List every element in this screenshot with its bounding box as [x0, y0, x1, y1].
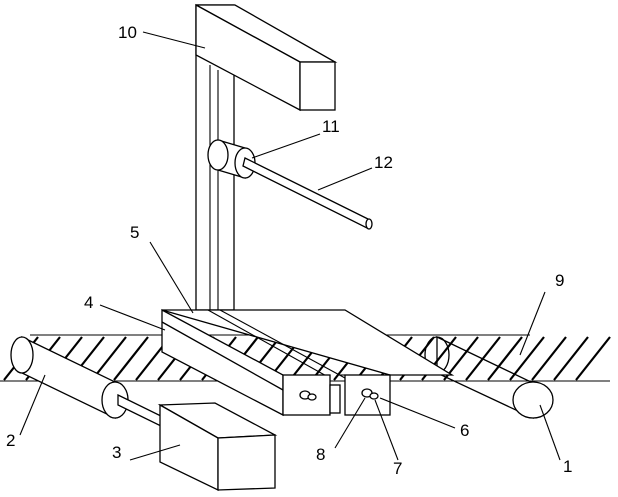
label-2: 2 — [6, 432, 15, 449]
rod-12 — [243, 158, 372, 229]
label-6: 6 — [460, 422, 469, 439]
hatch-stroke — [554, 337, 588, 380]
motor-box-3 — [160, 403, 275, 490]
hatch-stroke — [488, 337, 522, 380]
label-5: 5 — [130, 224, 139, 241]
slide-platform — [162, 310, 452, 415]
label-10: 10 — [118, 24, 137, 41]
hatch-stroke — [532, 337, 566, 380]
label-12: 12 — [374, 154, 393, 171]
label-1: 1 — [563, 458, 572, 475]
label-3: 3 — [112, 444, 121, 461]
label-8: 8 — [316, 446, 325, 463]
label-7: 7 — [393, 460, 402, 477]
hatch-stroke — [510, 337, 544, 380]
label-4: 4 — [84, 294, 93, 311]
hatch-stroke — [114, 337, 148, 380]
label-9: 9 — [555, 272, 564, 289]
label-11: 11 — [322, 118, 340, 135]
roller-2 — [11, 337, 165, 428]
hatch-stroke — [576, 337, 610, 380]
